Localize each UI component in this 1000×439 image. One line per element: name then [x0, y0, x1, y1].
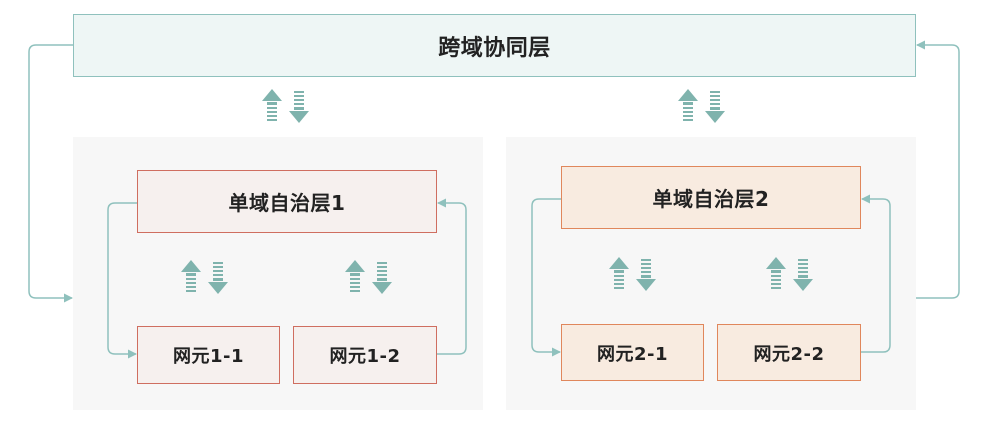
up-down-arrows-icon — [262, 89, 309, 123]
domain2-layer-label: 单域自治层2 — [652, 187, 770, 211]
node-1-1-box: 网元1-1 — [137, 326, 280, 384]
domain1-layer-label: 单域自治层1 — [228, 191, 346, 215]
node-1-2-label: 网元1-2 — [329, 346, 401, 367]
up-down-arrows-icon — [678, 89, 725, 123]
domain1-layer-box: 单域自治层1 — [137, 170, 437, 233]
node-2-2-label: 网元2-2 — [753, 343, 825, 365]
node-1-1-label: 网元1-1 — [172, 346, 245, 367]
cross-domain-layer-box: 跨域协同层 — [73, 14, 916, 77]
node-2-2-box: 网元2-2 — [717, 324, 861, 381]
connector-top-to-domain1 — [28, 44, 73, 303]
node-2-1-box: 网元2-1 — [561, 324, 704, 381]
connector-domain2-to-top — [916, 40, 960, 299]
node-2-1-label: 网元2-1 — [596, 343, 669, 365]
domain2-layer-box: 单域自治层2 — [561, 166, 861, 229]
cross-domain-layer-label: 跨域协同层 — [438, 35, 551, 61]
node-1-2-box: 网元1-2 — [293, 326, 437, 384]
